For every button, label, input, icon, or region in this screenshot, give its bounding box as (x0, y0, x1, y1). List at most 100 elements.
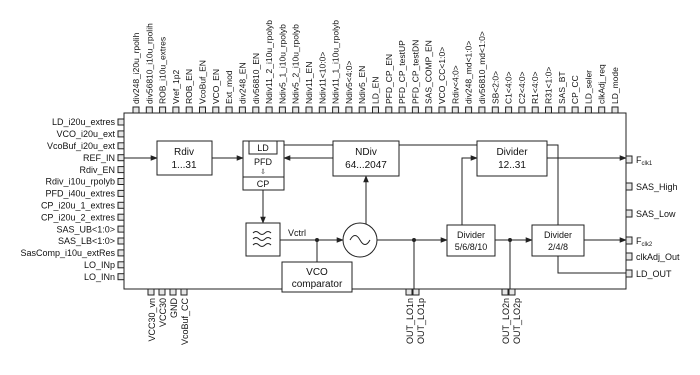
vco-comp-line2: comparator (292, 279, 343, 290)
pin-top-vco-en[interactable] (212, 106, 220, 114)
pin-label-top-sas-comp-en: SAS_COMP_EN (424, 40, 434, 104)
vctrl-label: Vctrl (288, 228, 306, 238)
pin-left-sas-ub-1-0[interactable] (117, 225, 125, 233)
cp-label: CP (257, 179, 270, 189)
pin-top-div248-md-1-0[interactable] (465, 106, 473, 114)
pin-top-c1-4-0[interactable] (505, 106, 513, 114)
pin-top-ndiv11-en[interactable] (305, 106, 313, 114)
pin-fclk1[interactable] (625, 155, 633, 164)
pin-left-lo-inp[interactable] (117, 261, 125, 269)
pin-label-top-rob-i10u-extres: ROB_i10u_extres (158, 37, 168, 104)
pin-out-lo2p[interactable] (508, 288, 516, 296)
pin-label-left-rdiv-en: Rdiv_EN (79, 165, 115, 175)
pin-top-ld-mode[interactable] (611, 106, 619, 114)
pin-top-ndiv11-10-0[interactable] (318, 106, 326, 114)
pin-label-vcc30-vn: VCC30_vn (147, 298, 157, 342)
pin-label-out-lo2n: OUT_LO2n (501, 298, 511, 344)
pin-label-top-div56810-md-1-0: div56810_md<1:0> (477, 31, 487, 104)
pin-top-ext-mod[interactable] (225, 106, 233, 114)
pin-top-ndiv5-2-i10u-rpolyb[interactable] (292, 106, 300, 114)
pin-top-vcobuf-en[interactable] (199, 106, 206, 114)
pin-label-left-sas-lb-1-0: SAS_LB<1:0> (58, 236, 115, 246)
pin-left-lo-inn[interactable] (117, 273, 125, 281)
pin-top-div56810-i10u-rpolih[interactable] (145, 106, 153, 114)
pin-top-c2-4-0[interactable] (518, 106, 526, 114)
pin-left-cp-i20u-2-extres[interactable] (117, 213, 125, 221)
pin-vcobuf-cc[interactable] (180, 288, 188, 296)
pin-label-top-cp-cc: CP_CC (570, 75, 580, 104)
pin-fclk2[interactable] (625, 236, 633, 245)
pin-label-top-ndiv11-10-0: Ndiv11<10:0> (317, 52, 327, 104)
pin-top-pfd-cp-en[interactable] (385, 106, 393, 114)
pin-top-ndiv11-2-i10u-rpolyb[interactable] (265, 106, 273, 114)
pin-clkadj-out[interactable] (625, 252, 633, 261)
pin-left-vco-i20u-ext[interactable] (117, 130, 125, 138)
pin-vcc30-vn[interactable] (147, 288, 155, 296)
pin-left-ref-in[interactable] (117, 154, 125, 162)
pin-out-lo2n[interactable] (501, 288, 509, 296)
pin-top-rob-en[interactable] (185, 106, 193, 114)
pin-top-ndiv5-en[interactable] (358, 106, 366, 114)
pin-top-div248-en[interactable] (238, 106, 246, 114)
signal-wires (124, 144, 627, 289)
pin-label-top-ext-mod: Ext_mod (224, 70, 234, 104)
pin-top-r31-1-0[interactable] (545, 106, 552, 114)
sine-wave-icon (349, 235, 371, 245)
pin-top-sas-comp-en[interactable] (425, 106, 433, 114)
pin-top-clkadj-req[interactable] (598, 106, 606, 114)
divider-top-range: 12..31 (498, 160, 526, 171)
pin-label-top-rob-en: ROB_EN (184, 69, 194, 104)
pin-left-ld-i20u-extres[interactable] (117, 118, 125, 126)
pin-top-pfd-cp-testup[interactable] (398, 106, 406, 114)
pin-top-vco-cc-1-0[interactable] (438, 106, 446, 114)
pin-left-pfd-i40u-extres[interactable] (117, 189, 125, 197)
pin-left-sascomp-i10u-extres[interactable] (117, 249, 125, 257)
pin-top-ld-seler[interactable] (584, 106, 592, 114)
pin-left-rdiv-i10u-rpolyb[interactable] (117, 178, 125, 185)
pin-top-sb-2-0[interactable] (491, 106, 499, 114)
pin-top-r1-4-0[interactable] (531, 106, 539, 114)
pfd-cp-arrow-icon: ⇩ (260, 168, 266, 176)
pin-left-rdiv-en[interactable] (117, 166, 125, 174)
pin-top-rob-i10u-extres[interactable] (159, 106, 167, 114)
pin-left-cp-i20u-1-extres[interactable] (117, 201, 125, 209)
pin-label-ld-out: LD_OUT (636, 269, 672, 279)
divider-right-title: Divider (544, 230, 572, 240)
pin-label-left-vco-i20u-ext: VCO_i20u_ext (56, 129, 115, 139)
pin-label-left-ld-i20u-extres: LD_i20u_extres (52, 117, 116, 127)
pin-label-top-pfd-cp-testup: PFD_CP_testUP (397, 40, 407, 104)
pfd-cp-block: LD PFD ⇩ CP (242, 140, 285, 191)
vco-symbol (342, 222, 378, 258)
pin-label-top-ld-mode: LD_mode (610, 67, 620, 104)
pin-label-fclk1: Fclk1 (636, 155, 653, 167)
pin-label-top-ndiv5-2-i10u-rpolyb: Ndiv5_2_i10u_rpolyb (291, 24, 301, 104)
pin-sas-high[interactable] (625, 182, 633, 191)
pin-out-lo1n[interactable] (405, 288, 413, 296)
pin-top-cp-cc[interactable] (571, 106, 579, 114)
pin-top-ndiv5-4-0[interactable] (345, 106, 353, 114)
pin-sas-low[interactable] (625, 209, 633, 218)
pin-label-sas-high: SAS_High (636, 182, 678, 192)
pin-left-sas-lb-1-0[interactable] (117, 237, 125, 245)
pin-ld-out[interactable] (625, 269, 633, 278)
pin-vcc30[interactable] (158, 288, 166, 296)
pin-top-ndiv5-1-i10u-rpolyb[interactable] (278, 106, 286, 114)
pin-label-left-ref-in: REF_IN (83, 153, 115, 163)
pin-top-sas-bt[interactable] (558, 106, 566, 114)
pin-label-left-vcobuf-i20u-ext: VcoBuf_i20u_ext (47, 141, 116, 151)
pin-top-rdiv-4-0[interactable] (451, 106, 459, 114)
pin-top-div56810-md-1-0[interactable] (478, 106, 486, 114)
pin-gnd[interactable] (169, 288, 177, 296)
pin-label-gnd: GND (169, 298, 179, 319)
pin-top-ndiv11-1-i10u-rpolyb[interactable] (332, 106, 340, 114)
pin-out-lo1p[interactable] (412, 288, 420, 296)
pin-top-div248-i20u-rpolih[interactable] (132, 106, 140, 114)
pin-top-vref-1p2[interactable] (172, 106, 180, 114)
pin-label-top-ndiv5-1-i10u-rpolyb: Ndiv5_1_i10u_rpolyb (277, 24, 287, 104)
pin-top-div56810-en[interactable] (252, 106, 260, 114)
pin-left-vcobuf-i20u-ext[interactable] (117, 142, 125, 150)
pin-top-pfd-cp-testdn[interactable] (411, 106, 419, 114)
pin-top-ld-en[interactable] (372, 106, 379, 114)
divider-mid-block: Divider 5/6/8/10 (446, 224, 496, 257)
